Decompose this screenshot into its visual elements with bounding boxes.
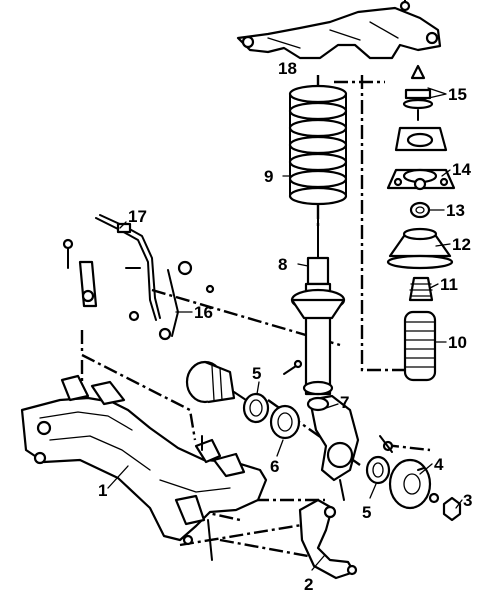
front-subframe xyxy=(20,374,268,561)
stabilizer-mount-bracket xyxy=(62,238,98,308)
strut-top-mount xyxy=(386,168,456,191)
wheel-bearing-outer xyxy=(365,455,391,485)
callout-5-outer: 5 xyxy=(362,503,371,522)
callout-3: 3 xyxy=(463,491,472,510)
hub-bush xyxy=(269,404,301,440)
bearing-ring xyxy=(409,201,431,219)
callout-labels: 1 2 3 4 5 5 6 7 8 9 10 11 12 13 14 15 16… xyxy=(98,59,472,594)
callout-17: 17 xyxy=(128,207,147,226)
callout-2: 2 xyxy=(304,575,313,594)
callout-15: 15 xyxy=(448,85,467,104)
lower-control-arm xyxy=(298,498,358,580)
callout-12: 12 xyxy=(452,235,471,254)
callout-11: 11 xyxy=(440,275,458,294)
upper-mount-plate xyxy=(394,126,448,152)
callout-18: 18 xyxy=(278,59,297,78)
callout-4: 4 xyxy=(434,455,444,474)
callout-16: 16 xyxy=(194,303,213,322)
upper-spring-seat xyxy=(386,227,454,270)
callout-7: 7 xyxy=(340,393,349,412)
steering-knuckle xyxy=(283,359,360,501)
leader-lines xyxy=(107,87,463,571)
coil-spring xyxy=(288,84,348,206)
bump-stop xyxy=(408,276,434,302)
strut-shock-absorber xyxy=(290,211,346,396)
drop-link xyxy=(128,260,215,341)
drive-shaft-cv-joint xyxy=(185,360,247,404)
hub-nut xyxy=(428,492,462,522)
callout-9: 9 xyxy=(264,167,273,186)
callout-13: 13 xyxy=(446,201,465,220)
callout-6: 6 xyxy=(270,457,279,476)
callout-8: 8 xyxy=(278,255,287,274)
callout-14: 14 xyxy=(452,160,471,179)
dust-boot xyxy=(403,310,437,382)
upper-strut-brace xyxy=(236,0,442,60)
anti-roll-bar xyxy=(95,214,161,321)
callout-10: 10 xyxy=(448,333,467,352)
callout-5-inner: 5 xyxy=(252,364,261,383)
top-nuts-and-washers xyxy=(402,64,434,121)
callout-1: 1 xyxy=(98,481,107,500)
wheel-bearing-inner xyxy=(242,392,270,424)
wheel-hub xyxy=(379,435,432,510)
